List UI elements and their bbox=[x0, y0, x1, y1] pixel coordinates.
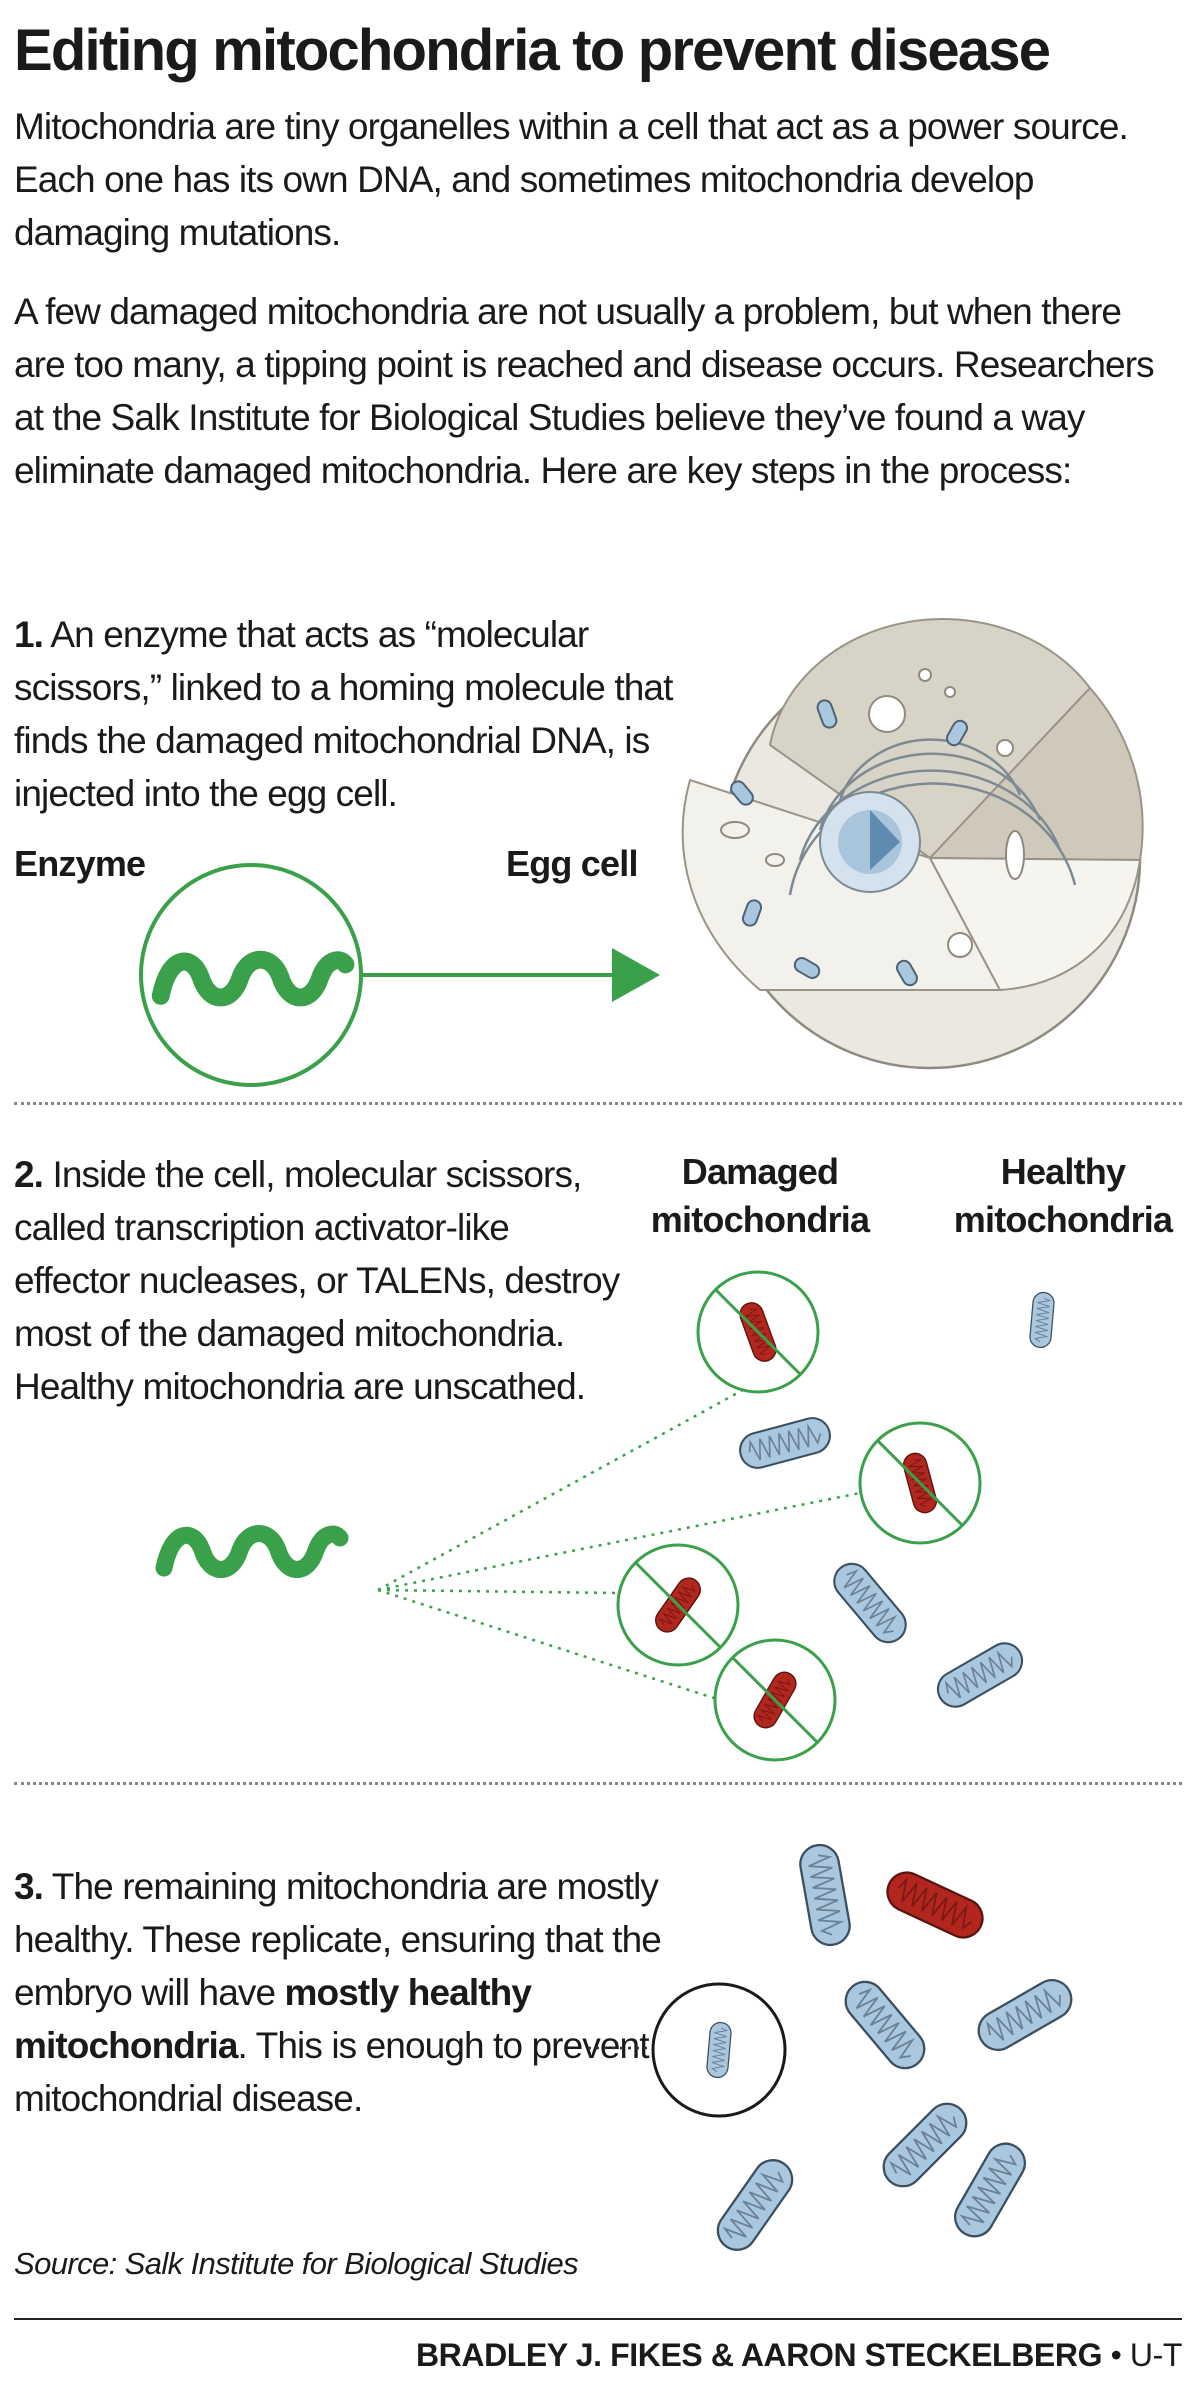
byline: BRADLEY J. FIKES & AARON STECKELBERG • U… bbox=[416, 2337, 1182, 2374]
damaged-mitochondrion-2 bbox=[858, 1421, 982, 1545]
byline-outlet: U-T bbox=[1129, 2337, 1183, 2373]
healthy-mitochondria-label: Healthy mitochondria bbox=[928, 1148, 1198, 1244]
source-note: Source: Salk Institute for Biological St… bbox=[14, 2246, 579, 2281]
step-1-number: 1. bbox=[14, 614, 44, 655]
damaged-label-line-2: mitochondria bbox=[650, 1199, 870, 1240]
byline-authors: BRADLEY J. FIKES & AARON STECKELBERG bbox=[415, 2337, 1103, 2373]
enzyme-illustration-step-2 bbox=[164, 1534, 340, 1570]
step-2-description: Inside the cell, molecular scissors, cal… bbox=[14, 1154, 620, 1407]
damaged-mitochondrion-4 bbox=[713, 1638, 837, 1762]
healthy-label-line-2: mitochondria bbox=[953, 1199, 1173, 1240]
step-3-description-end: . This is enough to prevent mitochondria… bbox=[14, 2025, 650, 2119]
damaged-mitochondrion-1 bbox=[696, 1270, 820, 1394]
enzyme-label: Enzyme bbox=[14, 843, 146, 884]
damaged-label-line-1: Damaged bbox=[681, 1151, 839, 1192]
step-3-number: 3. bbox=[14, 1866, 44, 1907]
divider-1 bbox=[14, 1102, 1182, 1105]
damaged-mitochondria-label: Damaged mitochondria bbox=[625, 1148, 895, 1244]
intro-paragraph-1: Mitochondria are tiny organelles within … bbox=[14, 106, 1129, 253]
step-2-text: 2. Inside the cell, molecular scissors, … bbox=[14, 1148, 624, 1413]
page-title: Editing mitochondria to prevent disease bbox=[14, 18, 1051, 83]
egg-cell-illustration bbox=[681, 618, 1144, 1070]
highlight-callout bbox=[588, 1982, 787, 2118]
step-1-text: 1. An enzyme that acts as “molecular sci… bbox=[14, 608, 694, 820]
intro-paragraph-2: A few damaged mitochondria are not usual… bbox=[14, 291, 1155, 491]
divider-2 bbox=[14, 1782, 1182, 1785]
step-1-description: An enzyme that acts as “molecular scisso… bbox=[14, 614, 673, 814]
injection-arrow bbox=[362, 948, 660, 1002]
step-3-description-start: The remaining mitochondria are mostly he… bbox=[14, 1866, 662, 2013]
targeting-lines bbox=[377, 1383, 901, 1702]
step-2-number: 2. bbox=[14, 1154, 44, 1195]
byline-separator: • bbox=[1110, 2337, 1122, 2373]
egg-cell-label: Egg cell bbox=[506, 843, 638, 884]
damaged-mitochondrion-3 bbox=[616, 1543, 740, 1667]
step-3-emphasis: mostly healthy mitochondria bbox=[14, 1972, 532, 2066]
enzyme-illustration bbox=[139, 863, 363, 1087]
healthy-label-line-1: Healthy bbox=[1000, 1151, 1126, 1192]
step-3-text: 3. The remaining mitochondria are mostly… bbox=[14, 1860, 674, 2125]
footer-rule bbox=[14, 2318, 1182, 2320]
